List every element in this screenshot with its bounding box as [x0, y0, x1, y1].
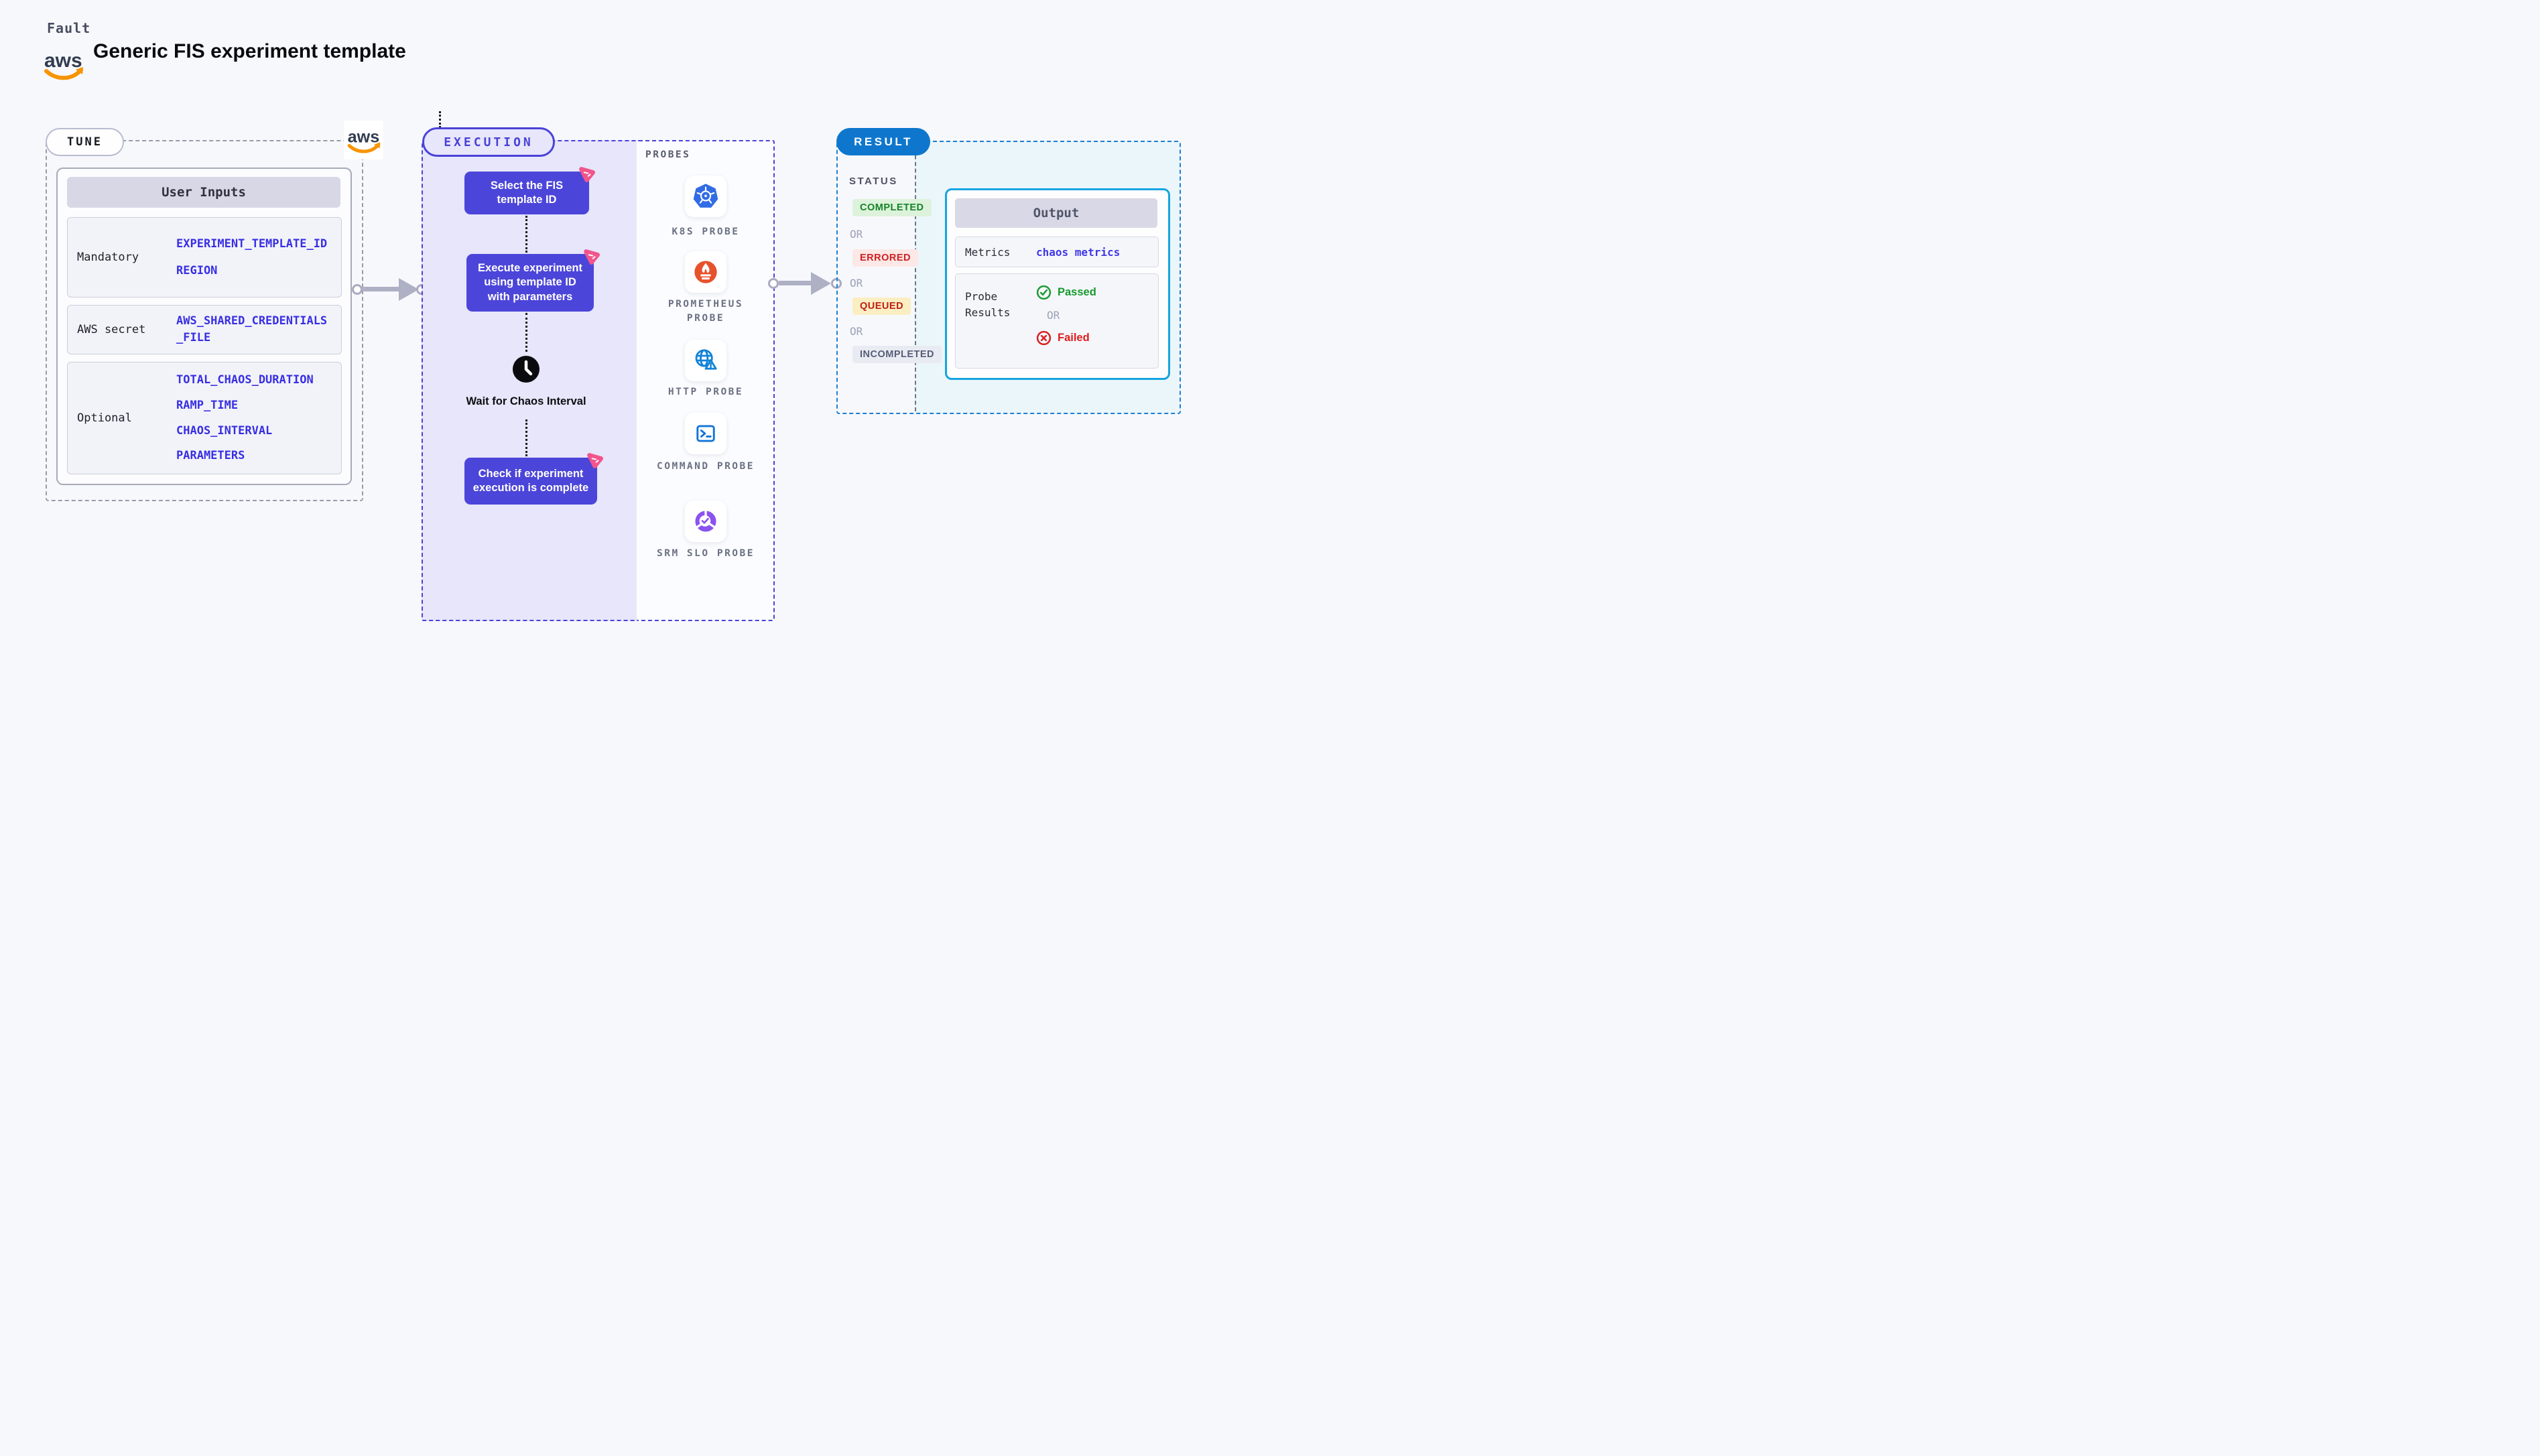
probe-label: COMMAND PROBE	[657, 461, 755, 472]
step-execute-experiment[interactable]: Execute experiment using template ID wit…	[466, 249, 600, 312]
metrics-label: Metrics	[965, 245, 1011, 259]
failed-label: Failed	[1058, 332, 1090, 344]
svg-text:aws: aws	[347, 127, 379, 146]
input-row-aws-secret: AWS secret AWS_SHARED_CREDENTIALS_FILE	[67, 305, 342, 354]
status-title: STATUS	[849, 176, 898, 187]
metrics-row: Metrics chaos metrics	[955, 237, 1159, 267]
step-check-execution-complete[interactable]: Check if experiment execution is complet…	[464, 453, 603, 505]
step-label: Select the FIS template ID	[490, 179, 564, 206]
chaos-experiment-icon	[579, 167, 595, 182]
chaos-metrics-link[interactable]: chaos metrics	[1036, 245, 1121, 259]
input-value: PARAMETERS	[176, 449, 245, 463]
flow-arrow-head	[811, 272, 831, 295]
input-value: AWS_SHARED_CREDENTIALS_FILE	[176, 314, 328, 344]
kubernetes-icon	[693, 184, 718, 208]
http-globe-icon	[695, 349, 717, 370]
execution-pill: EXECUTION	[422, 127, 555, 157]
prometheus-icon	[694, 261, 717, 283]
flow-arrow	[779, 281, 812, 285]
result-section-box	[836, 141, 1181, 414]
probe-label: K8S PROBE	[672, 226, 740, 237]
probe-results-label: Probe Results	[965, 290, 1011, 319]
row-label: AWS secret	[77, 323, 146, 336]
failed-result: Failed	[1036, 330, 1096, 346]
status-badge-queued: QUEUED	[852, 297, 911, 315]
page-title: Generic FIS experiment template	[93, 40, 406, 62]
arrow-endpoint	[768, 278, 779, 289]
step-label: Check if experiment execution is complet…	[472, 467, 589, 494]
diagram-canvas: Fault aws Generic FIS experiment templat…	[0, 0, 1270, 728]
input-value: RAMP_TIME	[176, 398, 239, 412]
probe-label: HTTP PROBE	[668, 387, 744, 397]
output-card: Output Metrics chaos metrics Probe Resul…	[945, 188, 1170, 380]
result-pill: RESULT	[836, 128, 930, 155]
probe-card-k8s[interactable]	[685, 176, 726, 217]
clock-icon	[512, 355, 540, 387]
product-label: Fault	[47, 20, 91, 36]
flow-arrow-head	[399, 278, 419, 301]
svg-text:aws: aws	[44, 50, 82, 72]
step-label: Execute experiment using template ID wit…	[478, 262, 582, 303]
probe-card-command[interactable]	[685, 413, 726, 454]
step-wait-chaos-interval[interactable]: Wait for Chaos Interval	[462, 387, 590, 417]
connector-stub	[439, 111, 441, 128]
input-value: CHAOS_INTERVAL	[176, 423, 273, 438]
or-label: OR	[850, 277, 863, 289]
slo-donut-check-icon	[695, 511, 716, 532]
status-badge-errored: ERRORED	[852, 249, 919, 267]
status-badge-incompleted: INCOMPLETED	[852, 346, 942, 363]
aws-logo: aws	[43, 47, 84, 85]
input-value: EXPERIMENT_TEMPLATE_ID	[176, 237, 328, 251]
chaos-experiment-icon	[587, 453, 603, 468]
result-divider	[915, 142, 916, 411]
probes-title: PROBES	[645, 149, 691, 160]
or-label: OR	[850, 325, 863, 338]
user-inputs-card: User Inputs Mandatory EXPERIMENT_TEMPLAT…	[56, 168, 352, 485]
chaos-experiment-icon	[584, 249, 600, 265]
probe-results-row: Probe Results Passed OR Failed	[955, 273, 1159, 369]
user-inputs-title: User Inputs	[67, 177, 340, 208]
check-circle-icon	[1036, 285, 1052, 300]
x-circle-icon	[1036, 330, 1052, 346]
step-connector	[525, 216, 527, 253]
row-label: Mandatory	[77, 251, 139, 264]
input-row-optional: Optional TOTAL_CHAOS_DURATION RAMP_TIME …	[67, 362, 342, 474]
probe-card-srm-slo[interactable]	[685, 501, 726, 542]
input-value: TOTAL_CHAOS_DURATION	[176, 373, 314, 387]
flow-arrow	[363, 287, 400, 291]
probe-label: PROMETHEUS PROBE	[668, 299, 744, 324]
step-connector	[525, 419, 527, 456]
probe-card-http[interactable]	[685, 340, 726, 381]
row-label: Optional	[77, 411, 132, 425]
tune-section-box	[46, 140, 363, 501]
input-value: REGION	[176, 263, 218, 277]
aws-logo-small: aws	[344, 121, 383, 159]
output-title: Output	[955, 198, 1157, 228]
passed-result: Passed	[1036, 285, 1096, 300]
step-label: Wait for Chaos Interval	[466, 395, 586, 408]
probe-card-prometheus[interactable]	[685, 251, 726, 293]
probe-label: SRM SLO PROBE	[657, 548, 755, 559]
arrow-endpoint	[352, 284, 363, 295]
or-label: OR	[1047, 309, 1060, 322]
input-row-mandatory: Mandatory EXPERIMENT_TEMPLATE_ID REGION	[67, 217, 342, 297]
step-select-fis-template[interactable]: Select the FIS template ID	[464, 167, 595, 214]
passed-label: Passed	[1058, 286, 1096, 298]
status-badge-completed: COMPLETED	[852, 199, 932, 216]
or-label: OR	[850, 228, 863, 241]
tune-pill: TUNE	[46, 128, 124, 156]
terminal-icon	[696, 425, 715, 442]
step-connector	[525, 313, 527, 352]
